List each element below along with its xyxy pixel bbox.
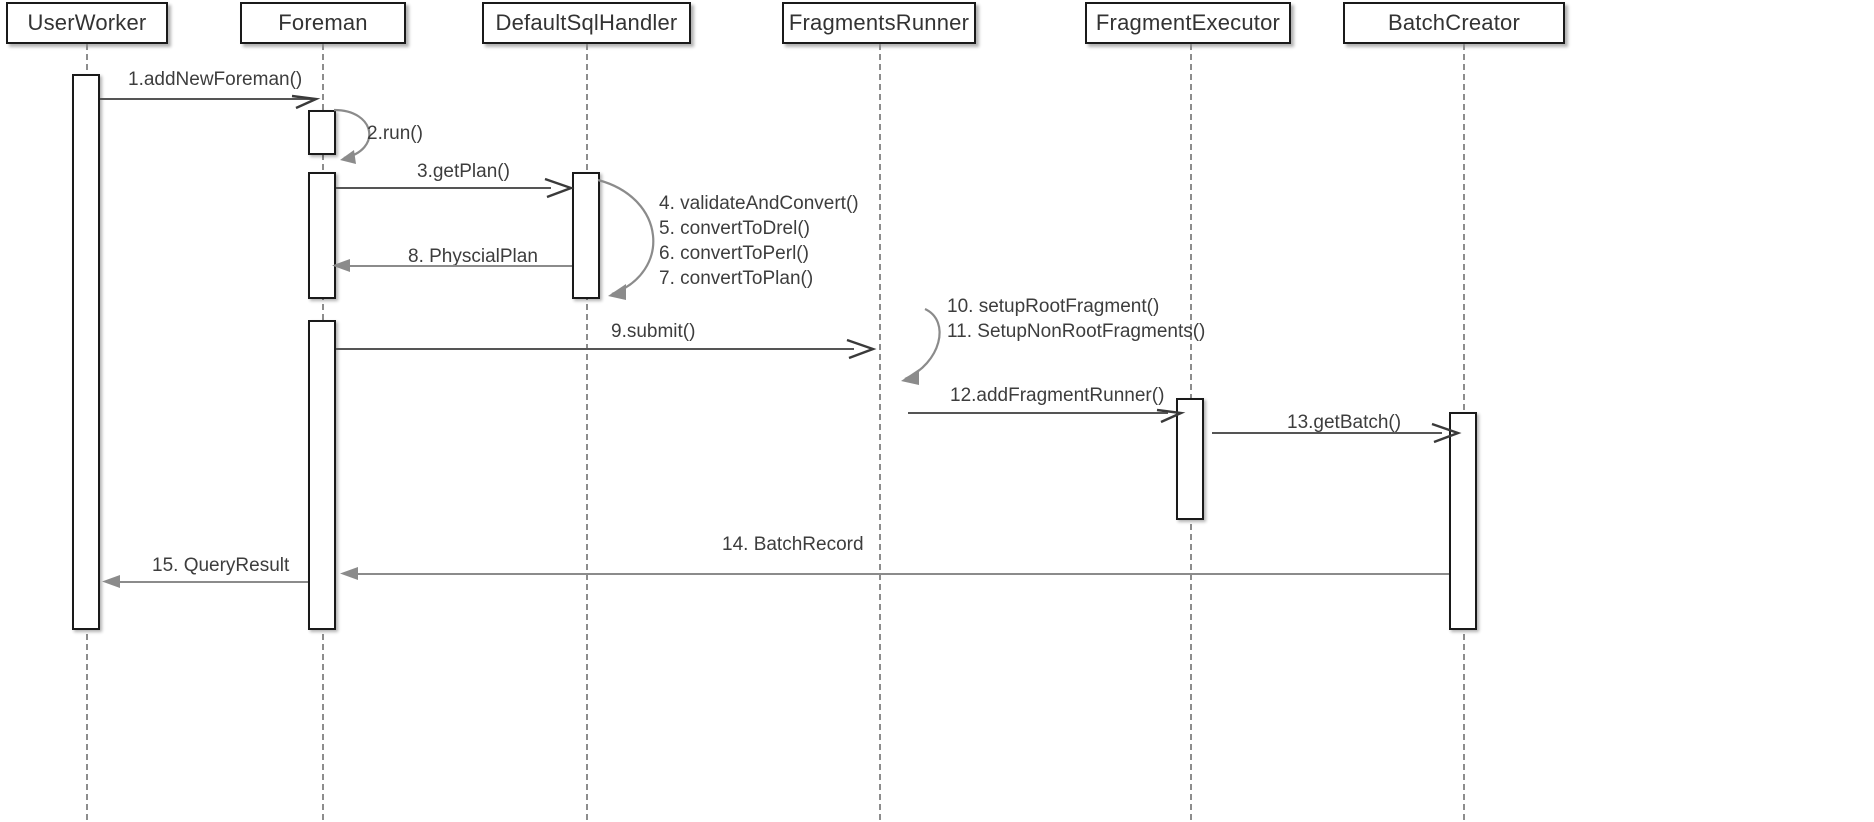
- message-label-5: 5. convertToDrel(): [659, 218, 810, 240]
- participant-label-userworker: UserWorker: [27, 10, 147, 35]
- arrow-head-3-icon: [543, 175, 575, 201]
- message-label-12: 12.addFragmentRunner(): [950, 385, 1165, 406]
- arrow-head-8-icon: [330, 256, 354, 276]
- arrow-head-13-icon: [1430, 420, 1462, 446]
- message-line-8: [344, 265, 572, 267]
- message-line-13: [1212, 432, 1442, 434]
- message-label-10: 10. setupRootFragment(): [947, 296, 1160, 317]
- message-label-9: 9.submit(): [611, 321, 696, 342]
- message-label-8: 8. PhyscialPlan: [408, 246, 538, 267]
- message-line-14: [352, 573, 1449, 575]
- activation-bar-foreman-submit: [308, 320, 336, 630]
- self-call-arc-4567-icon: [596, 176, 680, 304]
- message-label-3: 3.getPlan(): [417, 161, 510, 182]
- activation-bar-defaultsqlhandler: [572, 172, 600, 299]
- lifeline-defaultsqlhandler: [586, 44, 588, 820]
- arrow-head-1-icon: [290, 86, 322, 112]
- participant-box-userworker[interactable]: UserWorker: [6, 2, 168, 44]
- message-label-7: 7. convertToPlan(): [659, 268, 814, 290]
- arrow-head-14-icon: [338, 564, 362, 584]
- participant-box-defaultsqlhandler[interactable]: DefaultSqlHandler: [482, 2, 691, 44]
- arrow-head-15-icon: [100, 572, 124, 592]
- message-label-15: 15. QueryResult: [152, 555, 290, 576]
- self-call-arc-2-icon: [330, 104, 400, 170]
- activation-bar-batchcreator: [1449, 412, 1477, 630]
- message-label-2: 2.run(): [367, 123, 423, 144]
- participant-box-fragmentsrunner[interactable]: FragmentsRunner: [782, 2, 976, 44]
- self-call-label-group-sqlhandler: 4. validateAndConvert() 5. convertToDrel…: [659, 191, 859, 291]
- participant-label-batchcreator: BatchCreator: [1387, 10, 1520, 35]
- message-label-6: 6. convertToPerl(): [659, 243, 809, 265]
- activation-bar-fragmentexecutor: [1176, 398, 1204, 520]
- arrow-head-12-icon: [1155, 400, 1187, 426]
- participant-box-foreman[interactable]: Foreman: [240, 2, 406, 44]
- message-line-9: [336, 348, 854, 350]
- self-call-label-group-fragmentsrunner: 10. setupRootFragment() 11. SetupNonRoot…: [947, 294, 1205, 344]
- participant-label-defaultsqlhandler: DefaultSqlHandler: [495, 10, 678, 35]
- activation-bar-foreman-run: [308, 110, 336, 155]
- participant-box-fragmentexecutor[interactable]: FragmentExecutor: [1085, 2, 1291, 44]
- participant-label-fragmentsrunner: FragmentsRunner: [788, 10, 970, 35]
- message-label-11: 11. SetupNonRootFragments(): [947, 321, 1206, 343]
- lifeline-fragmentsrunner: [879, 44, 881, 820]
- arrow-head-9-icon: [845, 336, 877, 362]
- message-label-13: 13.getBatch(): [1287, 412, 1402, 433]
- message-line-12: [908, 412, 1168, 414]
- participant-label-fragmentexecutor: FragmentExecutor: [1095, 10, 1281, 35]
- message-line-1: [100, 98, 314, 100]
- message-label-14: 14. BatchRecord: [722, 534, 864, 555]
- activation-bar-userworker: [72, 74, 100, 630]
- message-label-4: 4. validateAndConvert(): [659, 193, 859, 214]
- participant-box-batchcreator[interactable]: BatchCreator: [1343, 2, 1565, 44]
- message-label-1: 1.addNewForeman(): [128, 69, 303, 90]
- participant-label-foreman: Foreman: [278, 10, 368, 35]
- message-line-3: [336, 187, 551, 189]
- self-call-arc-1011-icon: [887, 305, 963, 389]
- activation-bar-foreman-getplan: [308, 172, 336, 299]
- message-line-15: [114, 581, 308, 583]
